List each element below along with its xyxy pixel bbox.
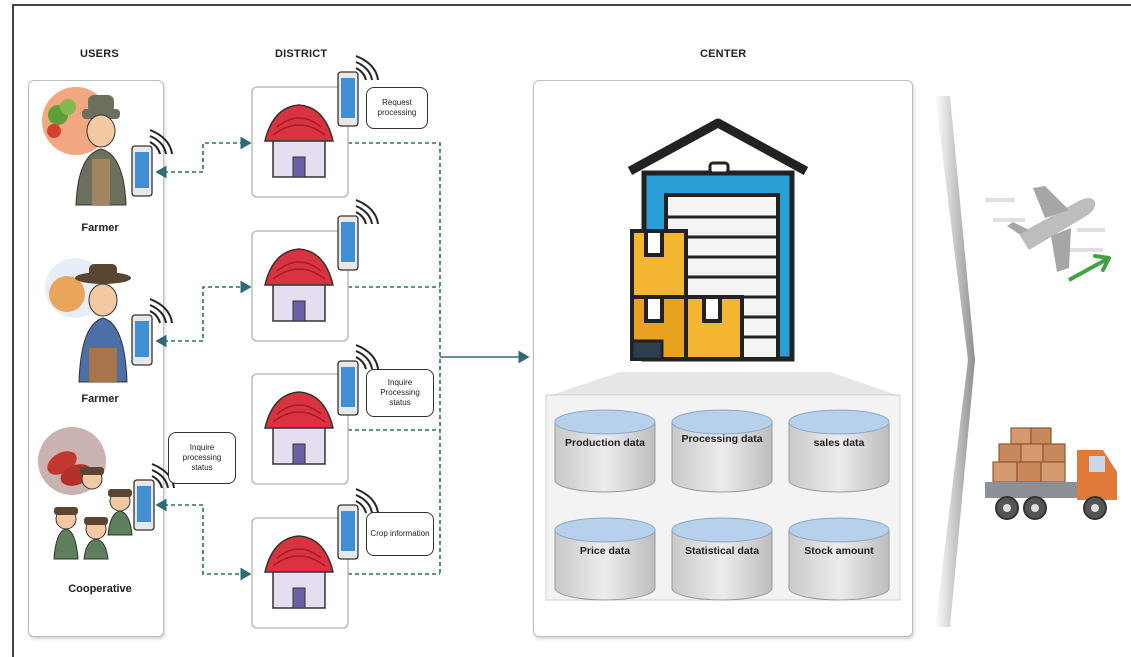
farmer-2-label: Farmer bbox=[81, 393, 119, 405]
database-cylinder-1 bbox=[671, 409, 773, 493]
db-label-production: Production data bbox=[565, 437, 645, 449]
farmer-1-avatar bbox=[42, 87, 127, 206]
cooperative-label: Cooperative bbox=[68, 583, 132, 595]
user-district-connectors bbox=[155, 136, 252, 581]
airplane-export-icon bbox=[985, 186, 1111, 282]
database-wedge bbox=[548, 372, 900, 396]
connector-farmer-1 bbox=[155, 136, 252, 179]
inquire-processing-status-bubble: Inquire Processing status bbox=[366, 369, 434, 417]
chevron-arrow bbox=[935, 96, 975, 627]
database-cylinder-4 bbox=[671, 517, 773, 601]
db-label-processing: Processing data bbox=[681, 433, 763, 445]
database-cylinders bbox=[554, 409, 890, 601]
database-cylinder-5 bbox=[788, 517, 890, 601]
db-label-statistical: Statistical data bbox=[684, 545, 760, 557]
database-cylinder-2 bbox=[788, 409, 890, 493]
warehouse-house-icon bbox=[264, 104, 334, 609]
cooperative-avatar bbox=[38, 427, 133, 560]
crop-information-bubble: Crop information bbox=[366, 512, 434, 556]
district-center-connectors bbox=[348, 142, 441, 575]
database-cylinder-3 bbox=[554, 517, 656, 601]
database-cylinder-0 bbox=[554, 409, 656, 493]
connector-farmer-2 bbox=[155, 280, 252, 348]
smartphone-signal-icon bbox=[131, 55, 379, 560]
request-processing-bubble: Request processing bbox=[366, 87, 428, 129]
farmer-1-label: Farmer bbox=[81, 222, 119, 234]
center-header: CENTER bbox=[700, 48, 747, 60]
db-label-sales: sales data bbox=[813, 437, 865, 449]
delivery-truck-icon bbox=[985, 427, 1117, 520]
db-label-price: Price data bbox=[579, 545, 631, 557]
outer-frame bbox=[12, 4, 1131, 657]
farmer-2-avatar bbox=[45, 258, 131, 383]
db-label-stock: Stock amount bbox=[804, 545, 874, 557]
district-header: DISTRICT bbox=[275, 48, 328, 60]
connector-cooperative bbox=[155, 498, 252, 581]
central-warehouse-icon bbox=[627, 118, 809, 362]
users-header: USERS bbox=[80, 48, 119, 60]
user-inquire-processing-bubble: Inquire processing status bbox=[168, 432, 236, 484]
